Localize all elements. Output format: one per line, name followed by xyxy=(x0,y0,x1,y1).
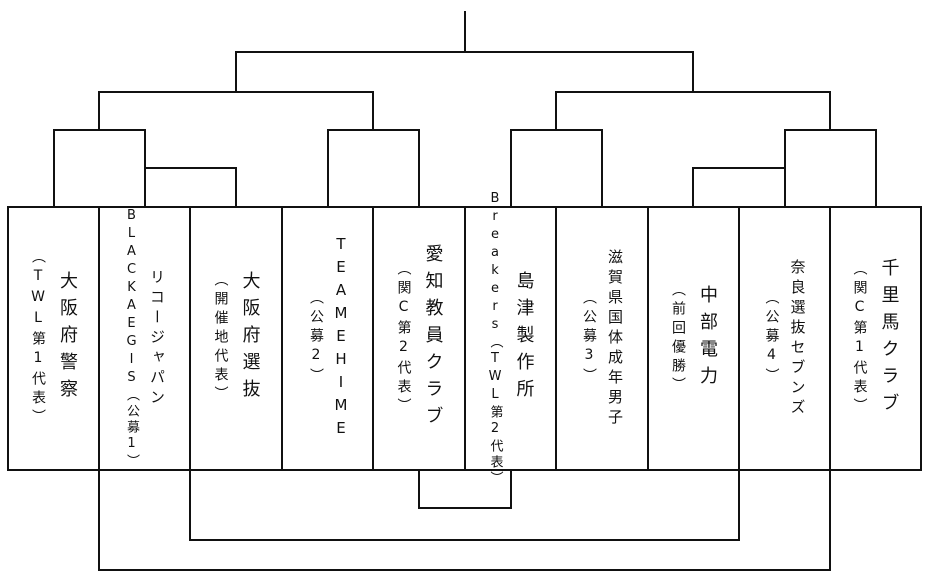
team-qualifier: （公募3） xyxy=(581,290,597,387)
team-qualifier: （公募2） xyxy=(308,290,324,387)
team-cell-9: 奈良選抜セブンズ （公募4） xyxy=(740,207,830,470)
team-qualifier: Breakers（TWL第2代表） xyxy=(487,190,503,487)
team-name: 愛知教員クラブ xyxy=(422,244,444,433)
bracket-r1-right xyxy=(692,167,786,208)
bracket-lower-2 xyxy=(189,469,740,541)
team-name: 大阪府選抜 xyxy=(239,271,261,406)
team-cell-3: 大阪府選抜 （開催地代表） xyxy=(191,207,282,470)
team-cell-10: 千里馬クラブ （関C第1代表） xyxy=(831,207,920,470)
team-cell-6: 島津製作所 Breakers（TWL第2代表） xyxy=(466,191,556,487)
team-qualifier: （前回優勝） xyxy=(670,281,686,396)
team-name: 奈良選抜セブンズ xyxy=(788,258,807,419)
bracket-semifinal-left xyxy=(98,91,374,131)
team-cell-2: リコージャパン BLACKAEGIS（公募1） xyxy=(100,207,190,470)
bracket-qf-3 xyxy=(510,129,603,208)
team-qualifier: （TWL第1代表） xyxy=(30,249,46,428)
team-cell-8: 中部電力 （前回優勝） xyxy=(649,207,739,470)
bracket-qf-1 xyxy=(53,129,146,208)
bracket-final xyxy=(235,51,694,93)
bracket-qf-4 xyxy=(784,129,877,208)
team-name: リコージャパン xyxy=(148,268,166,409)
bracket-lower-1 xyxy=(418,469,512,509)
team-qualifier: （開催地代表） xyxy=(212,272,229,405)
team-cell-1: 大阪府警察 （TWL第1代表） xyxy=(9,207,99,470)
team-name: 千里馬クラブ xyxy=(878,257,900,420)
team-qualifier: BLACKAEGIS（公募1） xyxy=(124,207,139,470)
bracket-semifinal-right xyxy=(555,91,831,131)
team-name: 中部電力 xyxy=(697,284,718,393)
team-name: 滋賀県国体成年男子 xyxy=(606,248,624,429)
bracket-lower-3 xyxy=(98,469,831,571)
bracket-qf-2 xyxy=(327,129,420,208)
team-cell-7: 滋賀県国体成年男子 （公募3） xyxy=(557,207,648,470)
team-name: TEAMEHIME xyxy=(332,235,350,442)
team-cell-5: 愛知教員クラブ （関C第2代表） xyxy=(374,207,465,470)
team-cell-4: TEAMEHIME （公募2） xyxy=(283,207,373,470)
team-name: 大阪府警察 xyxy=(57,271,78,406)
bracket-r1-left xyxy=(144,167,237,208)
team-name: 島津製作所 xyxy=(513,271,535,406)
team-qualifier: （関C第1代表） xyxy=(851,260,868,417)
team-qualifier: （公募4） xyxy=(763,290,780,387)
team-qualifier: （関C第2代表） xyxy=(395,260,412,417)
